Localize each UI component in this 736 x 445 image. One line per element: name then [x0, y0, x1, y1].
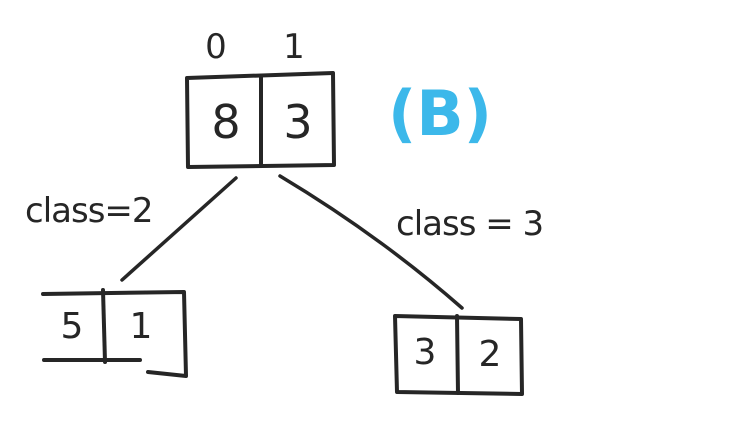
- root-cell-0: 8: [211, 95, 240, 149]
- right-child-box: [393, 314, 524, 396]
- column-index-1: 1: [283, 27, 305, 67]
- left-child-box: [41, 290, 188, 378]
- root-node: 8 3: [185, 71, 336, 169]
- right-child-node: 3 2: [393, 314, 524, 396]
- column-index-0: 0: [205, 27, 227, 67]
- edge-label-right: class = 3: [396, 204, 543, 244]
- left-child-cell-0: 5: [61, 306, 84, 347]
- root-node-box: [185, 71, 336, 169]
- edge-label-left: class=2: [25, 191, 153, 231]
- right-child-cell-1: 2: [479, 334, 502, 375]
- left-child-node: 5 1: [41, 288, 188, 378]
- right-child-cell-0: 3: [414, 332, 437, 373]
- left-child-cell-1: 1: [130, 306, 153, 347]
- diagram-tag: (B): [388, 77, 492, 150]
- edge-left: [120, 176, 238, 282]
- edge-right: [278, 174, 464, 310]
- root-cell-1: 3: [283, 95, 312, 149]
- left-child-divider: [101, 288, 107, 364]
- right-child-divider: [455, 314, 460, 395]
